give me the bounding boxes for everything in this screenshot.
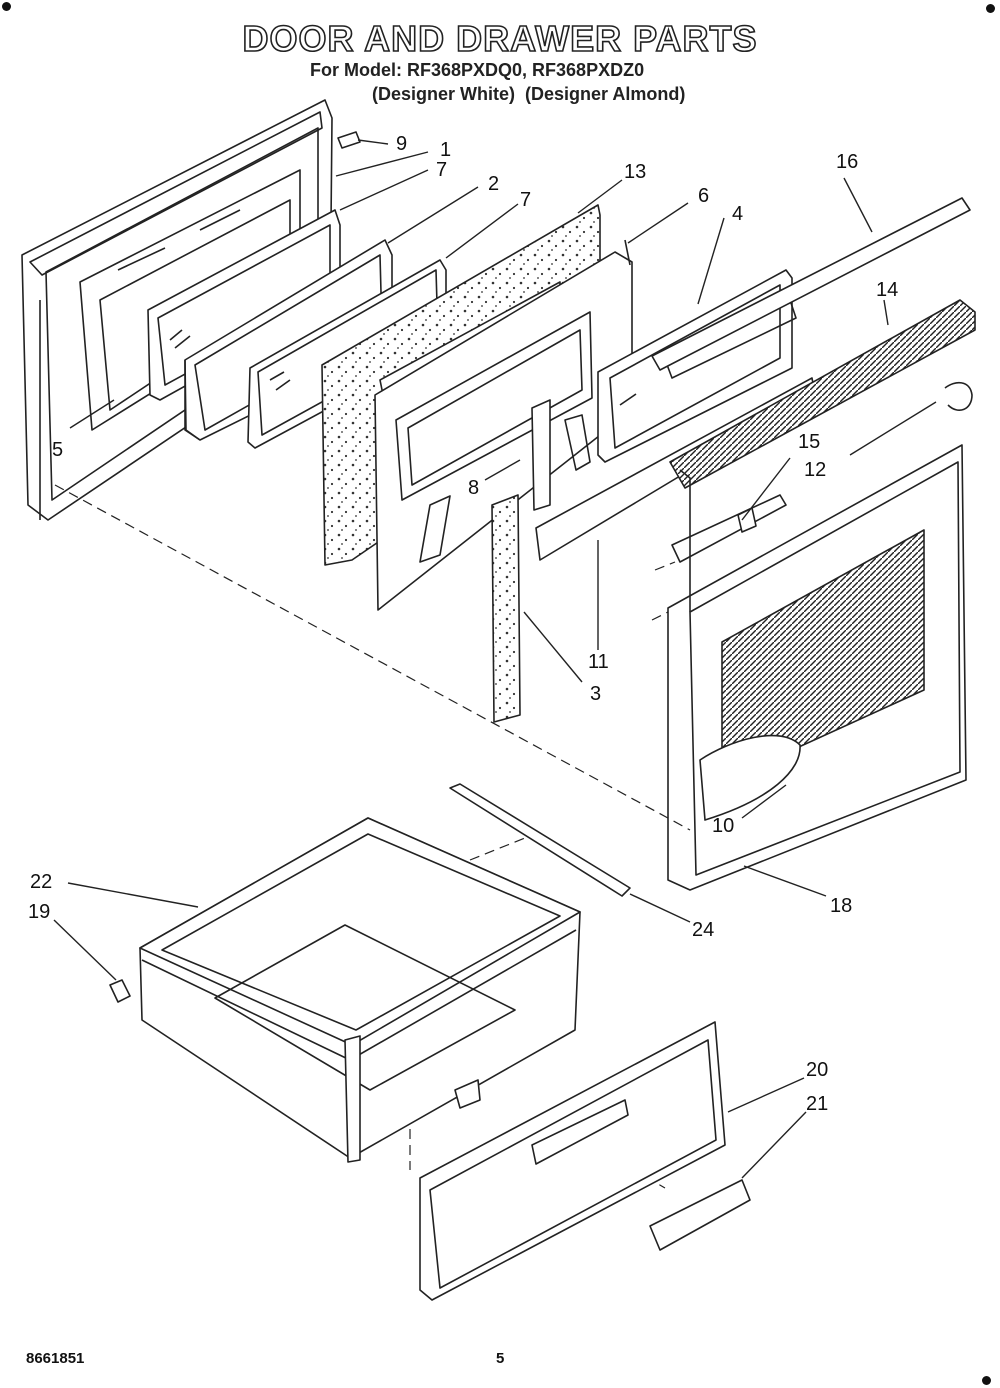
callout-3: 3	[590, 683, 601, 705]
callout-24: 24	[692, 919, 714, 941]
top-door-trim	[651, 197, 971, 371]
vent-trim	[669, 299, 976, 489]
callout-7: 7	[436, 159, 447, 181]
hinge-hook	[944, 381, 973, 411]
page-number: 5	[496, 1350, 505, 1367]
drawer-front	[419, 1021, 726, 1301]
callout-20: 20	[806, 1059, 828, 1081]
callout-13: 13	[624, 161, 646, 183]
callout-labels	[53, 139, 937, 1179]
callout-7: 7	[520, 189, 531, 211]
callout-14: 14	[876, 279, 898, 301]
callout-8: 8	[468, 477, 479, 499]
callout-22: 22	[30, 871, 52, 893]
drawer-stop	[109, 979, 131, 1003]
callout-10: 10	[712, 815, 734, 837]
screw	[337, 131, 361, 149]
callout-9: 9	[396, 133, 407, 155]
color-line: (Designer White) (Designer Almond)	[372, 84, 686, 104]
callout-2: 2	[488, 173, 499, 195]
callout-12: 12	[804, 459, 826, 481]
hinge-clip	[737, 507, 757, 533]
corner-dot	[982, 1376, 991, 1385]
drawer-handle	[649, 1179, 751, 1251]
callout-11: 11	[588, 651, 609, 673]
callout-15: 15	[798, 431, 820, 453]
drawer-rail	[449, 783, 631, 897]
callout-18: 18	[830, 895, 852, 917]
page-title: DOOR AND DRAWER PARTS	[242, 17, 758, 60]
corner-dot	[2, 2, 11, 11]
side-seal-strips	[491, 399, 551, 723]
model-line: For Model: RF368PXDQ0, RF368PXDZ0	[310, 60, 645, 80]
door-liner	[374, 239, 633, 611]
callout-21: 21	[806, 1093, 828, 1115]
corner-dot	[986, 4, 995, 13]
callout-6: 6	[698, 185, 709, 207]
drawer-box	[139, 817, 581, 1163]
document-number: 8661851	[26, 1350, 85, 1367]
callout-1: 1	[440, 139, 451, 161]
callout-5: 5	[52, 439, 63, 461]
callout-4: 4	[732, 203, 743, 225]
callout-16: 16	[836, 151, 858, 173]
outer-door	[667, 444, 967, 891]
callout-19: 19	[28, 901, 50, 923]
